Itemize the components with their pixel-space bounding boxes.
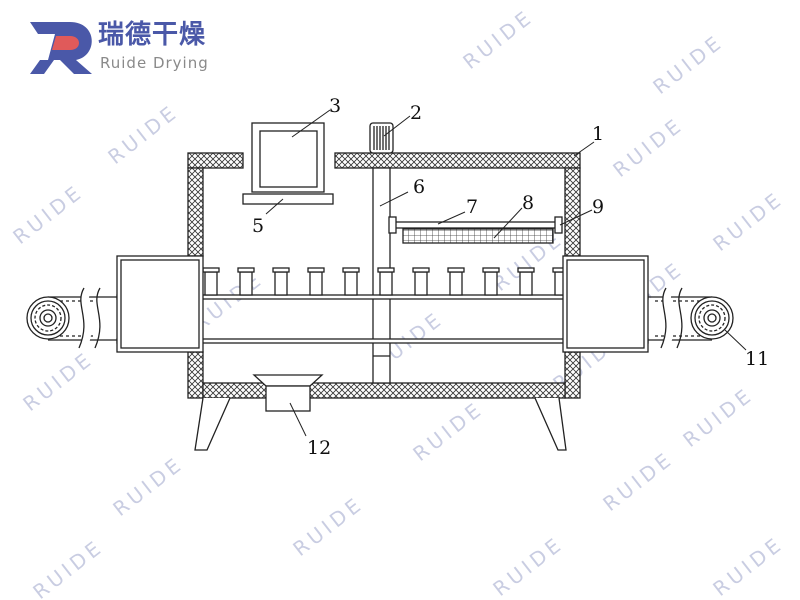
label-9: 9 bbox=[592, 196, 604, 218]
label-5: 5 bbox=[252, 215, 264, 237]
watermark-text: RUIDE bbox=[708, 186, 788, 256]
label-11: 11 bbox=[745, 348, 769, 370]
watermark-text: RUIDE bbox=[458, 4, 538, 74]
left-leg bbox=[194, 397, 231, 451]
label-8: 8 bbox=[522, 192, 534, 214]
watermark-text: RUIDE bbox=[103, 99, 183, 169]
bottle-cap bbox=[342, 267, 360, 273]
rod-end-block-left bbox=[388, 216, 397, 234]
slide-block bbox=[554, 216, 563, 234]
bottle-cap bbox=[447, 267, 465, 273]
bottle bbox=[239, 271, 253, 296]
label-3: 3 bbox=[329, 95, 341, 117]
cross-rod bbox=[393, 221, 557, 229]
bottle-cap bbox=[377, 267, 395, 273]
right-leg bbox=[534, 397, 567, 451]
label-7: 7 bbox=[466, 196, 478, 218]
right-external-belt bbox=[648, 285, 712, 350]
monitor-box bbox=[251, 122, 325, 193]
bottle-row bbox=[202, 267, 570, 296]
bottle-cap bbox=[482, 267, 500, 273]
watermark-text: RUIDE bbox=[288, 491, 368, 561]
watermark-text: RUIDE bbox=[708, 531, 788, 600]
outlet-chamber bbox=[562, 255, 649, 353]
bottle-cap bbox=[237, 267, 255, 273]
discharge-hopper bbox=[252, 374, 324, 412]
leader-lines bbox=[265, 109, 747, 437]
watermark-text: RUIDE bbox=[108, 451, 188, 521]
watermark-text: RUIDE bbox=[608, 112, 688, 182]
bottle bbox=[379, 271, 393, 296]
support-platform bbox=[242, 193, 334, 205]
label-6: 6 bbox=[413, 176, 425, 198]
watermark-text: RUIDE bbox=[678, 382, 758, 452]
logo-brand-en: Ruide Drying bbox=[100, 54, 209, 72]
watermark-text: RUIDE bbox=[28, 534, 108, 600]
bottle bbox=[414, 271, 428, 296]
bottle bbox=[344, 271, 358, 296]
watermark-text: RUIDE bbox=[488, 531, 568, 600]
bottle-cap bbox=[517, 267, 535, 273]
watermark-text: RUIDE bbox=[8, 179, 88, 249]
bottle-cap bbox=[307, 267, 325, 273]
watermark-text: RUIDE bbox=[18, 346, 98, 416]
brush bbox=[402, 228, 554, 244]
bottle-cap bbox=[202, 267, 220, 273]
bottle bbox=[484, 271, 498, 296]
bottle bbox=[309, 271, 323, 296]
bottle-cap bbox=[272, 267, 290, 273]
motor bbox=[369, 122, 394, 154]
left-roller bbox=[26, 296, 70, 340]
label-12: 12 bbox=[307, 437, 331, 459]
bottle bbox=[204, 271, 218, 296]
right-roller bbox=[690, 296, 734, 340]
bottle bbox=[274, 271, 288, 296]
inlet-chamber bbox=[116, 255, 204, 353]
watermark-text: RUIDE bbox=[408, 396, 488, 466]
logo-mark bbox=[30, 22, 92, 74]
watermark-text: RUIDE bbox=[648, 29, 728, 99]
bottle bbox=[519, 271, 533, 296]
label-1: 1 bbox=[592, 123, 604, 145]
label-2: 2 bbox=[410, 102, 422, 124]
bottle bbox=[449, 271, 463, 296]
bottle-cap bbox=[412, 267, 430, 273]
watermark-text: RUIDE bbox=[598, 446, 678, 516]
logo-brand-cn: 瑞德干燥 bbox=[98, 20, 207, 50]
